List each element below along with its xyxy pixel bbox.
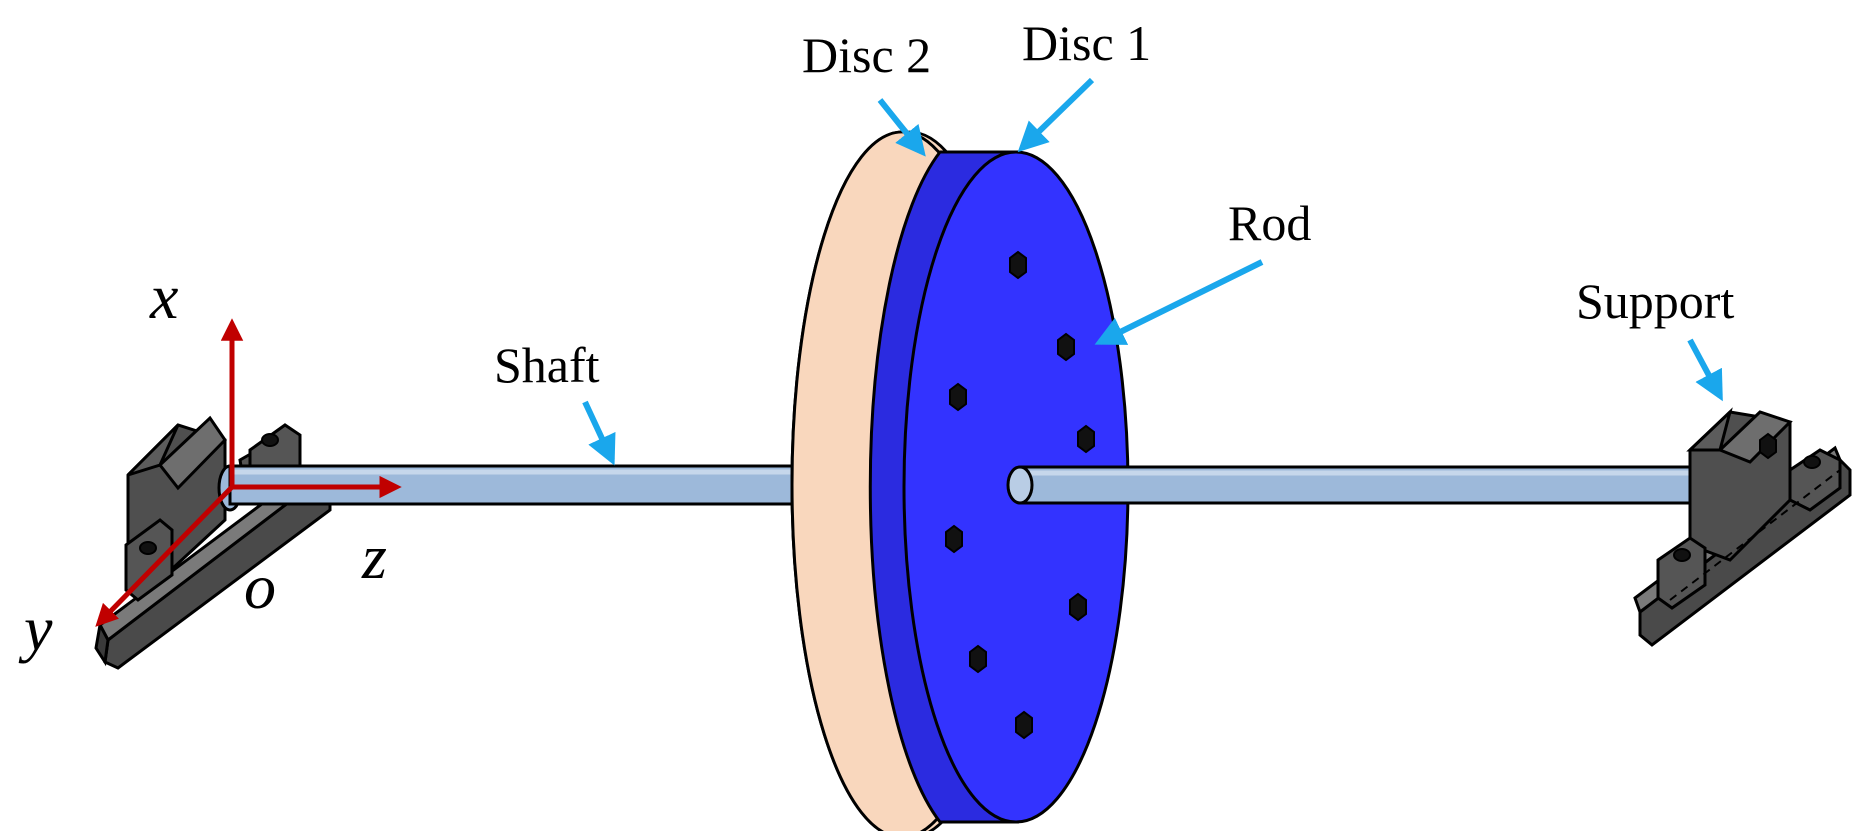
support-callout-arrow: [1687, 338, 1723, 402]
support-label: Support: [1576, 273, 1734, 329]
z-axis-label: z: [361, 521, 387, 592]
rod-bolt: [1069, 592, 1087, 622]
right-support: [1633, 407, 1852, 647]
shaft-callout-arrow: [582, 400, 616, 466]
disc-1-label: Disc 1: [1022, 15, 1151, 71]
disc-2-label: Disc 2: [802, 27, 931, 83]
left-support: [94, 415, 332, 670]
disc-1-callout-arrow: [1017, 77, 1095, 153]
shaft-right-segment: [1006, 465, 1712, 505]
rod-bolt: [1077, 424, 1095, 454]
shaft-label: Shaft: [494, 337, 600, 393]
rod-bolt: [945, 524, 963, 554]
rod-bolt: [969, 644, 987, 674]
origin-label: o: [244, 551, 276, 622]
coordinate-axes: [95, 318, 402, 627]
rod-callout-arrow: [1094, 259, 1264, 345]
y-axis-label: y: [18, 593, 53, 664]
disc-2-callout-arrow: [877, 98, 926, 157]
x-axis-label: x: [149, 261, 178, 332]
y-axis-arrow: [95, 485, 234, 627]
rod-bolt: [1015, 710, 1033, 740]
rod-bolt: [949, 382, 967, 412]
callout-arrows: [582, 77, 1723, 466]
rod-bolt: [1009, 250, 1027, 280]
rod-bolts: [945, 250, 1095, 740]
rod-bolt: [1057, 332, 1075, 362]
rod-label: Rod: [1228, 195, 1311, 251]
